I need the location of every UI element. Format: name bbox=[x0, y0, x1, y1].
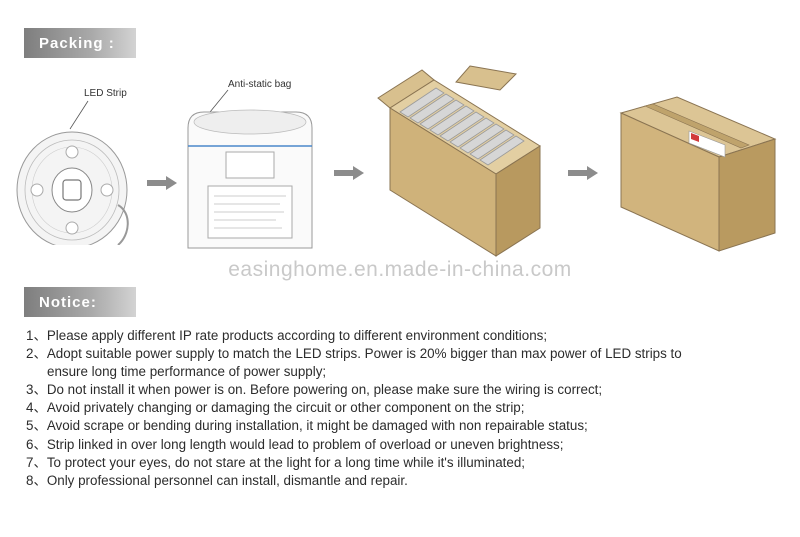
list-item: 1、Please apply different IP rate product… bbox=[26, 327, 796, 345]
led-strip-reel-illustration bbox=[16, 100, 129, 245]
arrow-right-icon bbox=[147, 176, 177, 190]
list-item-text: 5、Avoid scrape or bending during install… bbox=[26, 418, 588, 434]
antistatic-bag-label: Anti-static bag bbox=[228, 79, 292, 90]
list-item-text: 7、To protect your eyes, do not stare at … bbox=[26, 454, 526, 470]
led-strip-label: LED Strip bbox=[84, 88, 127, 99]
list-item-text: 4、Avoid privately changing or damaging t… bbox=[26, 400, 525, 416]
antistatic-bag-illustration bbox=[187, 89, 313, 249]
list-item-continuation: ensure long time performance of power su… bbox=[47, 364, 327, 380]
notice-list: 1、Please apply different IP rate product… bbox=[26, 327, 796, 490]
list-item: 5、Avoid scrape or bending during install… bbox=[26, 417, 796, 435]
list-item-text: 6、Strip linked in over long length would… bbox=[26, 436, 564, 452]
list-item-text: 1、Please apply different IP rate product… bbox=[26, 328, 548, 343]
open-carton-illustration bbox=[377, 65, 541, 257]
list-item: 2、Adopt suitable power supply to match t… bbox=[26, 345, 796, 381]
arrow-right-icon bbox=[568, 166, 598, 180]
list-item: 4、Avoid privately changing or damaging t… bbox=[26, 399, 796, 417]
notice-header: Notice: bbox=[24, 287, 136, 317]
list-item-text: 2、Adopt suitable power supply to match t… bbox=[26, 346, 682, 362]
list-item-text: 8、Only professional personnel can instal… bbox=[26, 472, 408, 488]
list-item-text: 3、Do not install it when power is on. Be… bbox=[26, 382, 603, 398]
packing-title: Packing : bbox=[39, 34, 115, 52]
sealed-carton-illustration bbox=[619, 96, 777, 252]
packing-header: Packing : bbox=[24, 28, 136, 58]
list-item: 7、To protect your eyes, do not stare at … bbox=[26, 454, 796, 472]
watermark-text: easinghome.en.made-in-china.com bbox=[228, 258, 572, 281]
list-item: 6、Strip linked in over long length would… bbox=[26, 436, 796, 454]
list-item: 3、Do not install it when power is on. Be… bbox=[26, 381, 796, 399]
list-item: 8、Only professional personnel can instal… bbox=[26, 472, 796, 490]
notice-title: Notice: bbox=[39, 293, 97, 311]
arrow-right-icon bbox=[334, 166, 364, 180]
